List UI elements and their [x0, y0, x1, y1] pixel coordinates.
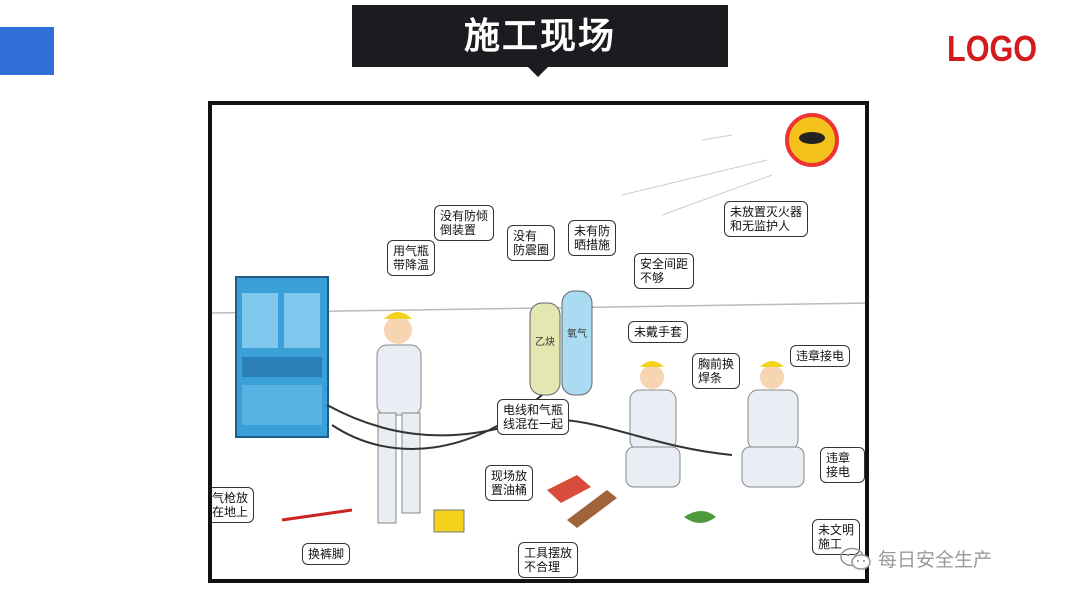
title-pointer-triangle	[528, 67, 548, 77]
worker-kneeling	[741, 361, 805, 488]
watermark: 每日安全生产	[840, 545, 992, 572]
callout-illegal-wiring-2: 违章接电	[820, 447, 865, 483]
tool-plank	[567, 490, 617, 528]
tool-green	[684, 511, 716, 523]
callout-uncivilized-construction: 未文明 施工	[812, 519, 861, 555]
electric-cabinet	[235, 276, 329, 438]
callout-no-shock-ring: 没有 防震圈	[507, 225, 556, 261]
callout-oil-bucket: 现场放 置油桶	[485, 465, 534, 501]
callout-insufficient-distance: 安全间距 不够	[634, 253, 695, 289]
callout-trouser-leg: 换裤脚	[302, 543, 351, 565]
illustration-frame: 乙炔 氧气 没有防	[208, 101, 869, 583]
callout-gas-gun-ground: 气枪放 在地上	[212, 487, 255, 523]
callout-illegal-wiring: 违章接电	[790, 345, 851, 367]
callout-mixed-lines: 电线和气瓶 线混在一起	[497, 399, 570, 435]
callout-tools-placement: 工具摆放 不合理	[518, 542, 579, 578]
worker-standing	[376, 312, 422, 524]
gas-cylinders: 乙炔 氧气	[529, 290, 593, 396]
watermark-text: 每日安全生产	[878, 549, 993, 571]
callout-no-gloves: 未戴手套	[628, 321, 689, 343]
slide-title: 施工现场	[352, 5, 728, 67]
callout-no-anti-tip: 没有防倾 倒装置	[434, 205, 495, 241]
accent-tab	[0, 27, 54, 75]
callout-no-sun-protection: 未有防 晒措施	[568, 220, 617, 256]
worker-squatting	[625, 361, 681, 488]
logo: LOGO	[947, 28, 1038, 69]
cylinder-label-acetylene: 乙炔	[535, 336, 555, 348]
oil-bucket	[433, 509, 465, 533]
callout-cylinder-cooling: 用气瓶 带降温	[387, 240, 436, 276]
construction-scene-illustration: 乙炔 氧气	[212, 113, 865, 533]
cylinder-label-oxygen: 氧气	[567, 327, 587, 340]
wechat-icon	[840, 547, 871, 570]
gas-gun-on-ground	[281, 508, 353, 522]
callout-electrode-chest: 胸前换 焊条	[692, 353, 741, 389]
callout-no-extinguisher: 未放置灭火器 和无监护人	[724, 201, 809, 237]
tool-red	[547, 475, 591, 503]
sun-icon	[621, 113, 839, 216]
